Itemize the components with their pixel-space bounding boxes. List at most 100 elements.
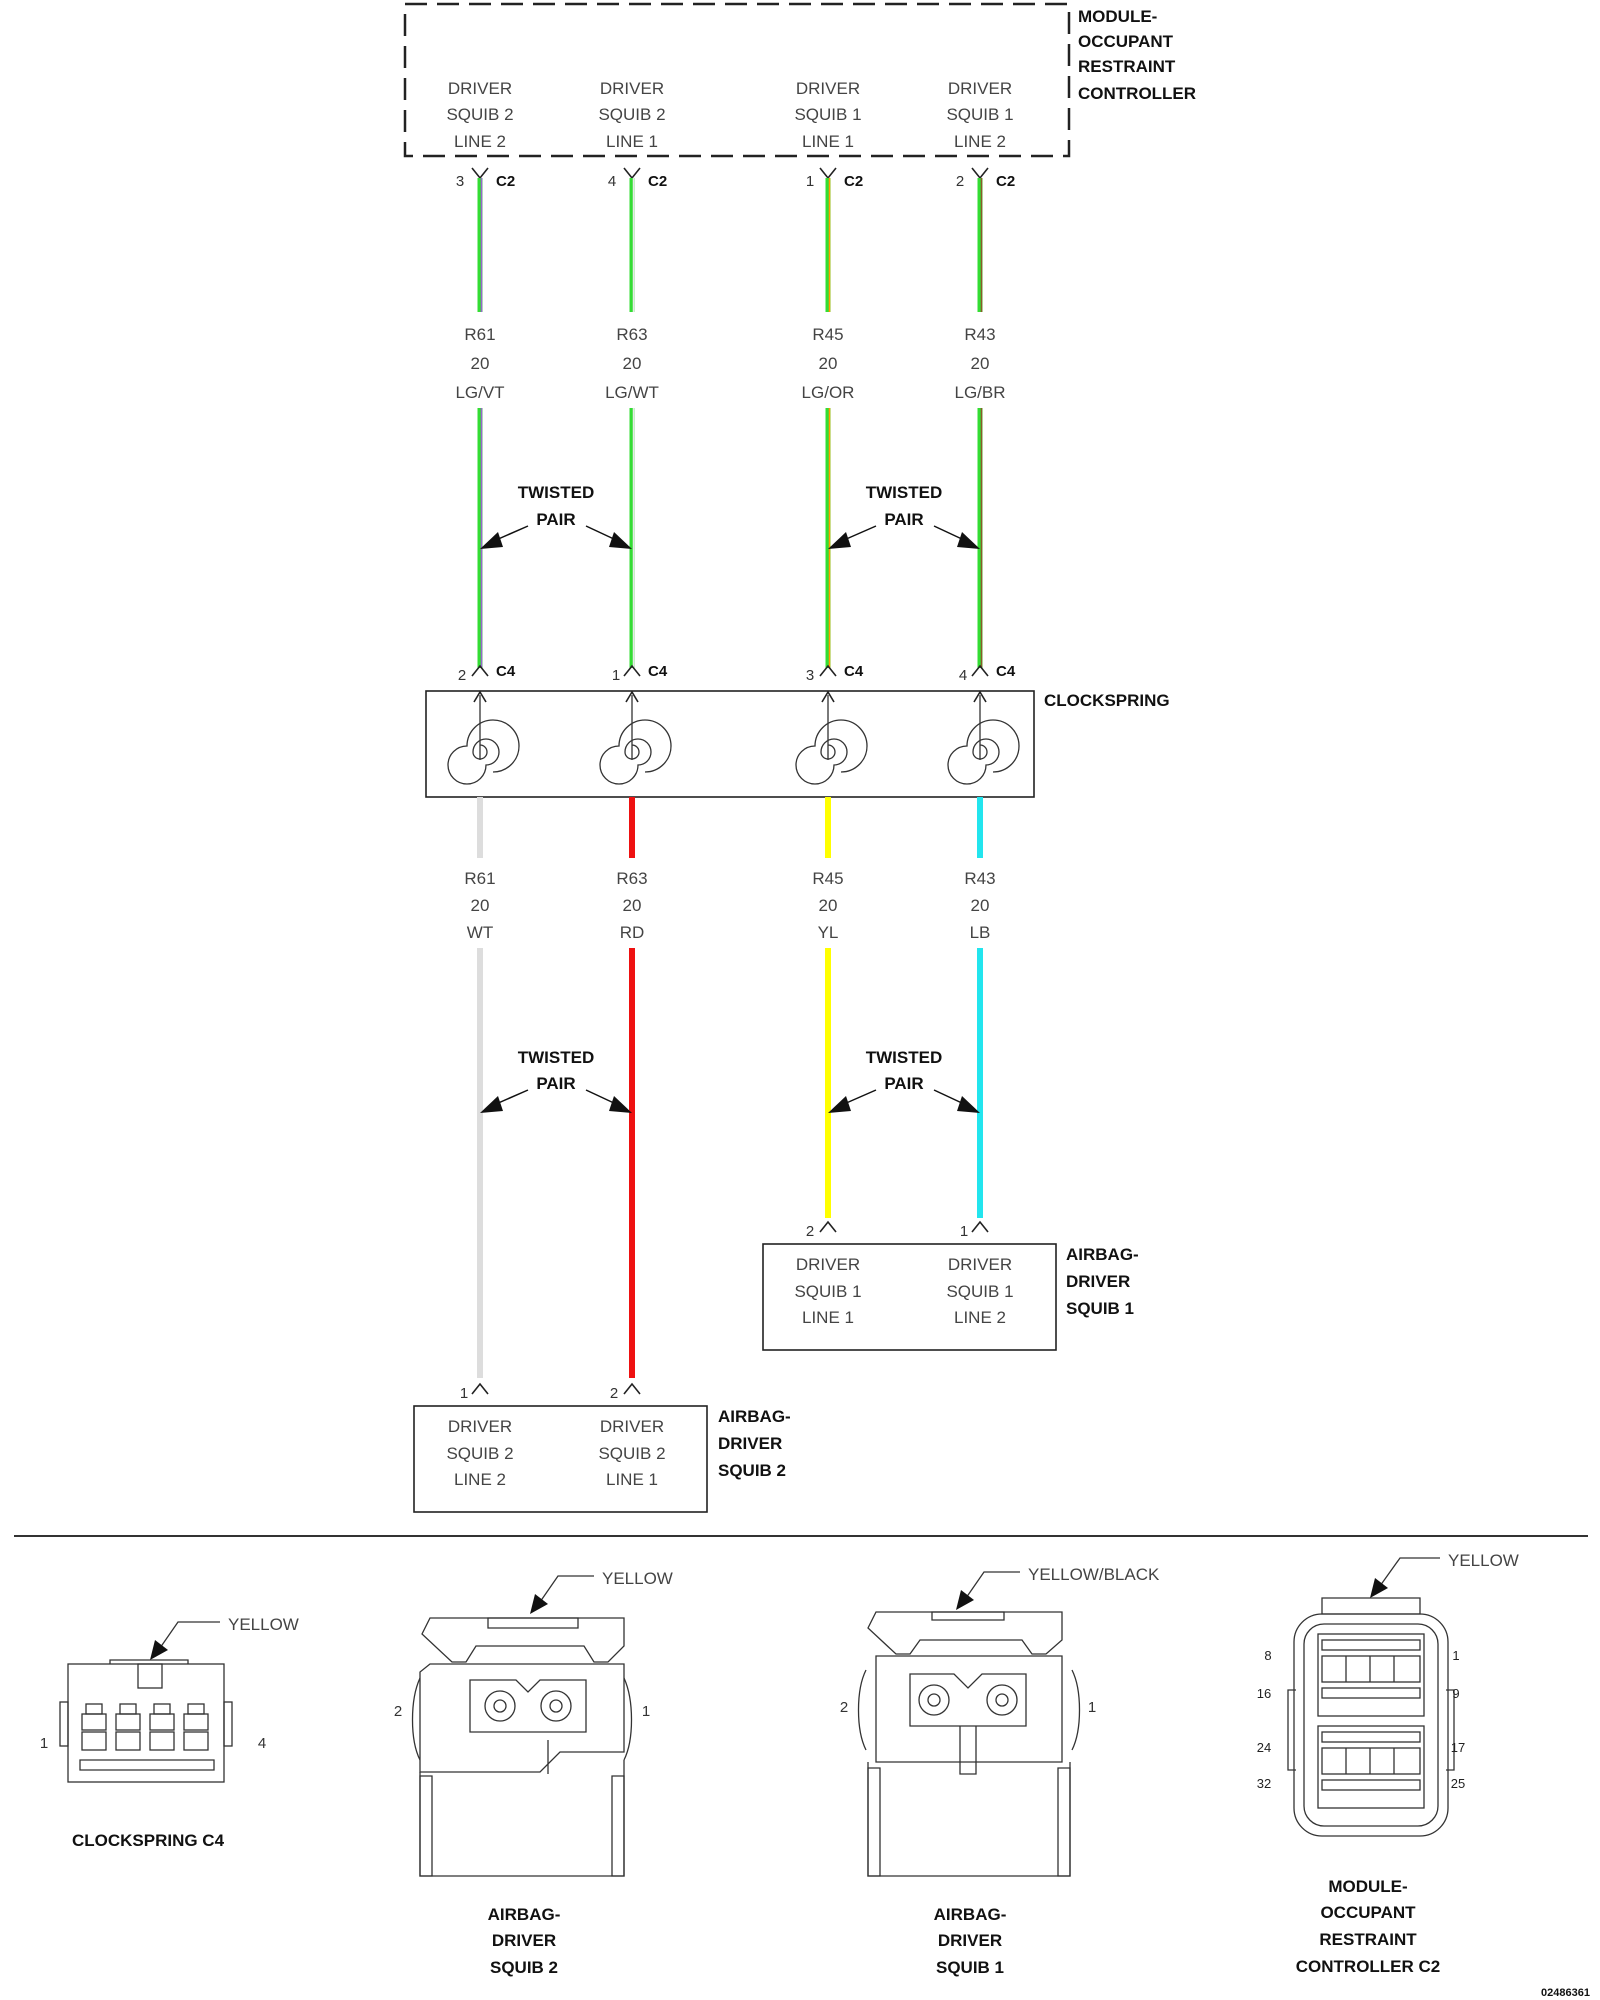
twisted-pair-text: TWISTED [518,1048,595,1067]
wire-gauge: 20 [971,354,990,373]
pin-desc-line: SQUIB 2 [598,1444,665,1463]
twisted-pair-lower-right: TWISTED PAIR [828,1048,980,1113]
pin-desc-line: LINE 1 [606,1470,658,1489]
pin-fork-icon [623,167,641,180]
module-c2-connector-icon [1287,1597,1455,1837]
arrowhead-icon [150,1640,168,1660]
module-label-line-1: MODULE- [1078,7,1157,26]
module-pin-text-4: DRIVER SQUIB 1 LINE 2 [946,79,1013,151]
pin-desc-line: SQUIB 2 [446,1444,513,1463]
pin-desc-line: LINE 2 [954,132,1006,151]
module-box [403,2,1071,158]
circuit-id: R61 [464,869,495,888]
twisted-pair-text: PAIR [884,510,923,529]
squib2-connector-pins: 1 2 [460,1382,641,1402]
squib1-label-line: AIRBAG- [1066,1245,1139,1264]
pin-number: 9 [1452,1686,1459,1701]
squib1-connector-pins: 2 1 [806,1220,989,1240]
squib2-connector-icon [411,1617,633,1877]
wire-color-code: LG/OR [802,383,855,402]
upper-wire-3: R45 20 LG/OR [802,178,855,668]
module-c2-terminal-grid [1321,1639,1421,1791]
pin-desc-line: DRIVER [948,1255,1012,1274]
pin-fork-icon [971,167,989,180]
pin-desc-line: LINE 1 [606,132,658,151]
circuit-id: R43 [964,325,995,344]
connector-view-module-c2: YELLOW 8 1 16 9 24 17 [1257,1551,1519,1976]
connector-caption: CLOCKSPRING C4 [72,1831,225,1850]
clockspring-coil-3 [795,690,868,785]
connector-id: C2 [996,173,1015,190]
pin-desc-line: SQUIB 1 [794,105,861,124]
pin-number: 2 [956,173,964,190]
pin-desc-line: DRIVER [448,79,512,98]
connector-id: C4 [996,663,1016,680]
connector-color-label: YELLOW [602,1569,673,1588]
pin-fork-icon [971,664,989,677]
pin-number: 2 [610,1385,618,1402]
upper-wire-2: R63 20 LG/WT [605,178,659,668]
clockspring-label: CLOCKSPRING [1044,691,1170,710]
module-pin-text-3: DRIVER SQUIB 1 LINE 1 [794,79,861,151]
module-pin-text-1: DRIVER SQUIB 2 LINE 2 [446,79,513,151]
leader-line [159,1621,220,1649]
pin-number: 1 [460,1385,468,1402]
pin-number: 2 [394,1703,402,1720]
leader-line [1379,1557,1440,1587]
arrowhead-icon [480,1096,503,1113]
connector-caption: AIRBAG- [934,1905,1007,1924]
circuit-id: R63 [616,869,647,888]
arrowhead-icon [956,1590,974,1610]
arrow-up-icon [473,690,487,703]
wire-gauge: 20 [971,896,990,915]
pin-fork-icon [471,1382,489,1395]
pin-number: 4 [608,173,616,190]
pin-fork-icon [819,1220,837,1233]
leader-line [539,1575,594,1603]
twisted-pair-text: TWISTED [866,1048,943,1067]
connector-caption: DRIVER [938,1931,1002,1950]
lower-wire-3: R45 20 YL [812,797,844,1218]
clockspring-connector-pins: 2 C4 1 C4 3 C4 4 C4 [458,663,1016,684]
pin-number: 1 [1088,1699,1096,1716]
lower-wire-4: R43 20 LB [964,797,996,1218]
pin-desc-line: DRIVER [448,1417,512,1436]
leader-line [965,1571,1020,1599]
arrow-up-icon [973,690,987,703]
pin-number: 2 [840,1699,848,1716]
upper-wire-4: R43 20 LG/BR [954,178,1006,668]
pin-desc-line: SQUIB 2 [446,105,513,124]
upper-wire-1: R61 20 LG/VT [455,178,505,668]
clockspring-coil-4 [947,690,1020,785]
pin-number: 17 [1451,1740,1465,1755]
squib1-pin-text-1: DRIVER SQUIB 1 LINE 1 [794,1255,861,1327]
connector-color-label: YELLOW [1448,1551,1519,1570]
connector-caption: DRIVER [492,1931,556,1950]
arrowhead-icon [609,1096,632,1113]
pin-fork-icon [623,664,641,677]
wire-gauge: 20 [819,896,838,915]
leader-line [933,525,965,541]
pin-desc-line: SQUIB 1 [794,1282,861,1301]
figure-id: 02486361 [1541,1987,1590,1999]
squib1-box [762,1243,1057,1351]
pin-number: 3 [806,667,814,684]
pin-desc-line: LINE 1 [802,1308,854,1327]
lower-wire-2: R63 20 RD [616,797,648,1378]
twisted-pair-upper-right: TWISTED PAIR [828,483,980,549]
leader-line [495,1089,529,1105]
connector-caption: MODULE- [1328,1877,1407,1896]
pin-desc-line: SQUIB 1 [946,105,1013,124]
connector-caption: SQUIB 1 [936,1958,1004,1977]
twisted-pair-upper-left: TWISTED PAIR [480,483,632,549]
leader-line [495,525,529,541]
connector-caption: AIRBAG- [488,1905,561,1924]
pin-number: 1 [1452,1648,1459,1663]
pin-desc-line: DRIVER [948,79,1012,98]
connector-id: C2 [496,173,515,190]
squib1-label-line: SQUIB 1 [1066,1299,1134,1318]
connector-view-clockspring-c4: YELLOW 1 4 CLOCKSPRING C4 [40,1615,299,1850]
pin-desc-line: LINE 2 [454,1470,506,1489]
wire-gauge: 20 [623,354,642,373]
